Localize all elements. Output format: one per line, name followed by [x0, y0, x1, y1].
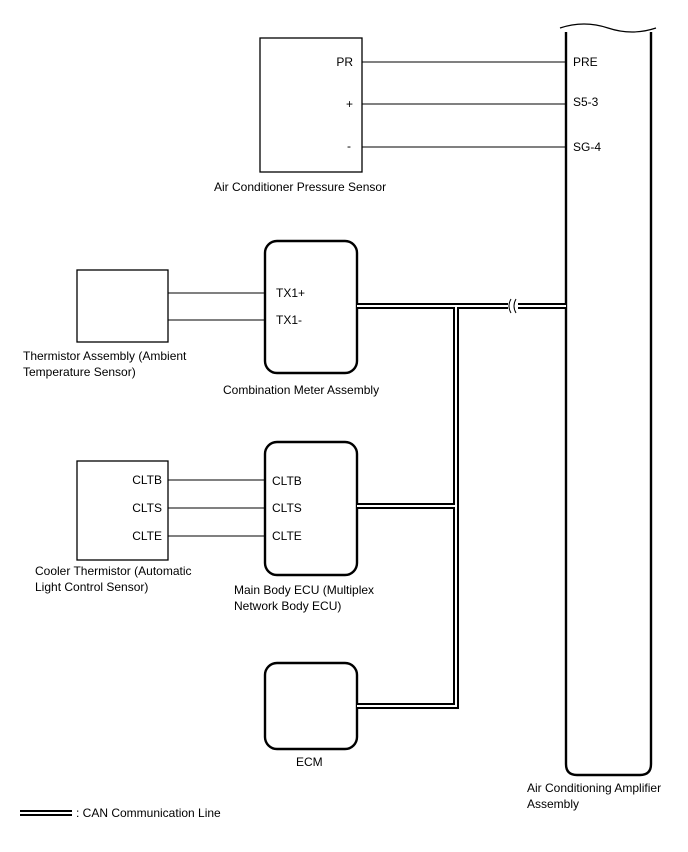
meter-pin-tx1-minus: TX1- — [276, 313, 302, 327]
ambient-thermistor-label-line2: Temperature Sensor) — [23, 365, 136, 379]
amplifier-pin-pre: PRE — [573, 55, 598, 69]
ambient-thermistor: Thermistor Assembly (Ambient Temperature… — [23, 269, 187, 379]
amplifier-pin-s5-3: S5-3 — [573, 95, 599, 109]
can-bus — [357, 298, 566, 709]
pressure-pin-minus: - — [347, 139, 351, 153]
main-body-ecu-label-line2: Network Body ECU) — [234, 599, 341, 613]
amplifier-label-line1: Air Conditioning Amplifier — [527, 781, 661, 795]
legend-label: : CAN Communication Line — [76, 806, 221, 820]
cooler-thermistor-label-line2: Light Control Sensor) — [35, 580, 148, 594]
cooler-thermistor-label-line1: Cooler Thermistor (Automatic — [35, 564, 192, 578]
ecu-pin-clte: CLTE — [272, 529, 302, 543]
cooler-pin-clte: CLTE — [132, 529, 162, 543]
pressure-sensor-wires — [362, 61, 566, 148]
amplifier-label-line2: Assembly — [527, 797, 579, 811]
cooler-thermistor-wires — [168, 479, 265, 537]
ecu-pin-clts: CLTS — [272, 501, 302, 515]
ambient-thermistor-wires — [168, 292, 265, 321]
cooler-thermistor: CLTB CLTS CLTE Cooler Thermistor (Automa… — [35, 460, 192, 594]
ecm: ECM — [263, 661, 359, 769]
meter-pin-tx1-plus: TX1+ — [276, 286, 305, 300]
cooler-pin-clts: CLTS — [132, 501, 162, 515]
cooler-pin-cltb: CLTB — [132, 473, 162, 487]
pressure-pin-plus: + — [346, 97, 353, 111]
amplifier-assembly: PRE S5-3 SG-4 Air Conditioning Amplifier… — [527, 23, 661, 811]
pressure-sensor: PR + - Air Conditioner Pressure Sensor — [214, 37, 386, 194]
main-body-ecu-label-line1: Main Body ECU (Multiplex — [234, 583, 374, 597]
main-body-ecu: CLTB CLTS CLTE Main Body ECU (Multiplex … — [234, 440, 374, 613]
ecu-pin-cltb: CLTB — [272, 474, 302, 488]
legend: : CAN Communication Line — [20, 806, 221, 820]
pressure-sensor-label: Air Conditioner Pressure Sensor — [214, 180, 386, 194]
pressure-pin-pr: PR — [336, 55, 353, 69]
combination-meter-label: Combination Meter Assembly — [223, 383, 379, 397]
ecm-label: ECM — [296, 755, 323, 769]
combination-meter: TX1+ TX1- Combination Meter Assembly — [223, 239, 379, 397]
amplifier-pin-sg-4: SG-4 — [573, 140, 601, 154]
ambient-thermistor-label-line1: Thermistor Assembly (Ambient — [23, 349, 187, 363]
